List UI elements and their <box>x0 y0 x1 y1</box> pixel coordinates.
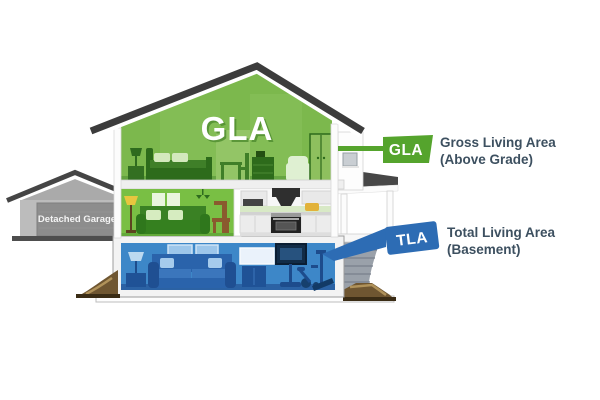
roof <box>89 62 365 138</box>
range-hood <box>272 188 300 206</box>
right-wall-trim <box>330 123 339 238</box>
attic-bed <box>146 148 212 181</box>
main-floor <box>121 188 333 237</box>
garage-label: Detached Garage <box>38 214 116 225</box>
attic-armchair <box>286 156 310 181</box>
gla-watermark-shadow: GLA <box>203 112 276 149</box>
basement-tv <box>275 243 307 287</box>
floor-divider <box>114 179 345 190</box>
gla-badge <box>383 135 433 163</box>
gla-label-line1: Gross Living Area <box>440 135 556 150</box>
gla-connector-line <box>338 146 385 151</box>
microwave <box>243 199 263 207</box>
attic-wardrobe <box>309 133 333 182</box>
attic-table-chair <box>216 130 250 181</box>
bread-box <box>305 203 319 211</box>
tla-connector-arrow <box>322 228 386 261</box>
floor-lamp <box>124 196 138 233</box>
pendant-light <box>196 189 210 199</box>
dirt-mound-left <box>76 270 120 298</box>
left-wall-trim <box>113 127 122 239</box>
upper-floor: GLA GLA <box>121 72 333 182</box>
kitchen <box>239 188 333 236</box>
tla-badge <box>384 221 440 255</box>
gla-badge-text: GLA <box>389 142 423 159</box>
basement-sofa <box>148 254 236 288</box>
gla-watermark: GLA <box>201 110 274 147</box>
basement-lamp <box>126 252 146 287</box>
side-window <box>342 152 358 167</box>
detached-garage: Detached Garage <box>6 169 144 241</box>
wooden-chair <box>212 201 230 233</box>
tla-badge-text: TLA <box>395 229 428 250</box>
gla-label-line2: (Above Grade) <box>440 152 533 167</box>
attic-lamp <box>128 148 144 180</box>
attic-dresser <box>252 151 274 181</box>
treadmill <box>312 250 334 291</box>
gla-callout: GLA Gross Living Area (Above Grade) <box>338 135 556 167</box>
dirt-mound-right <box>343 283 396 301</box>
tla-label-line2: (Basement) <box>447 242 521 257</box>
living-sofa <box>136 206 210 234</box>
tla-label-line1: Total Living Area <box>447 225 556 240</box>
basement <box>112 235 345 298</box>
tla-callout: TLA Total Living Area (Basement) <box>322 221 556 261</box>
oven <box>271 213 301 235</box>
living-window <box>152 193 165 207</box>
living-room <box>121 189 236 236</box>
basement-screen <box>239 247 275 287</box>
